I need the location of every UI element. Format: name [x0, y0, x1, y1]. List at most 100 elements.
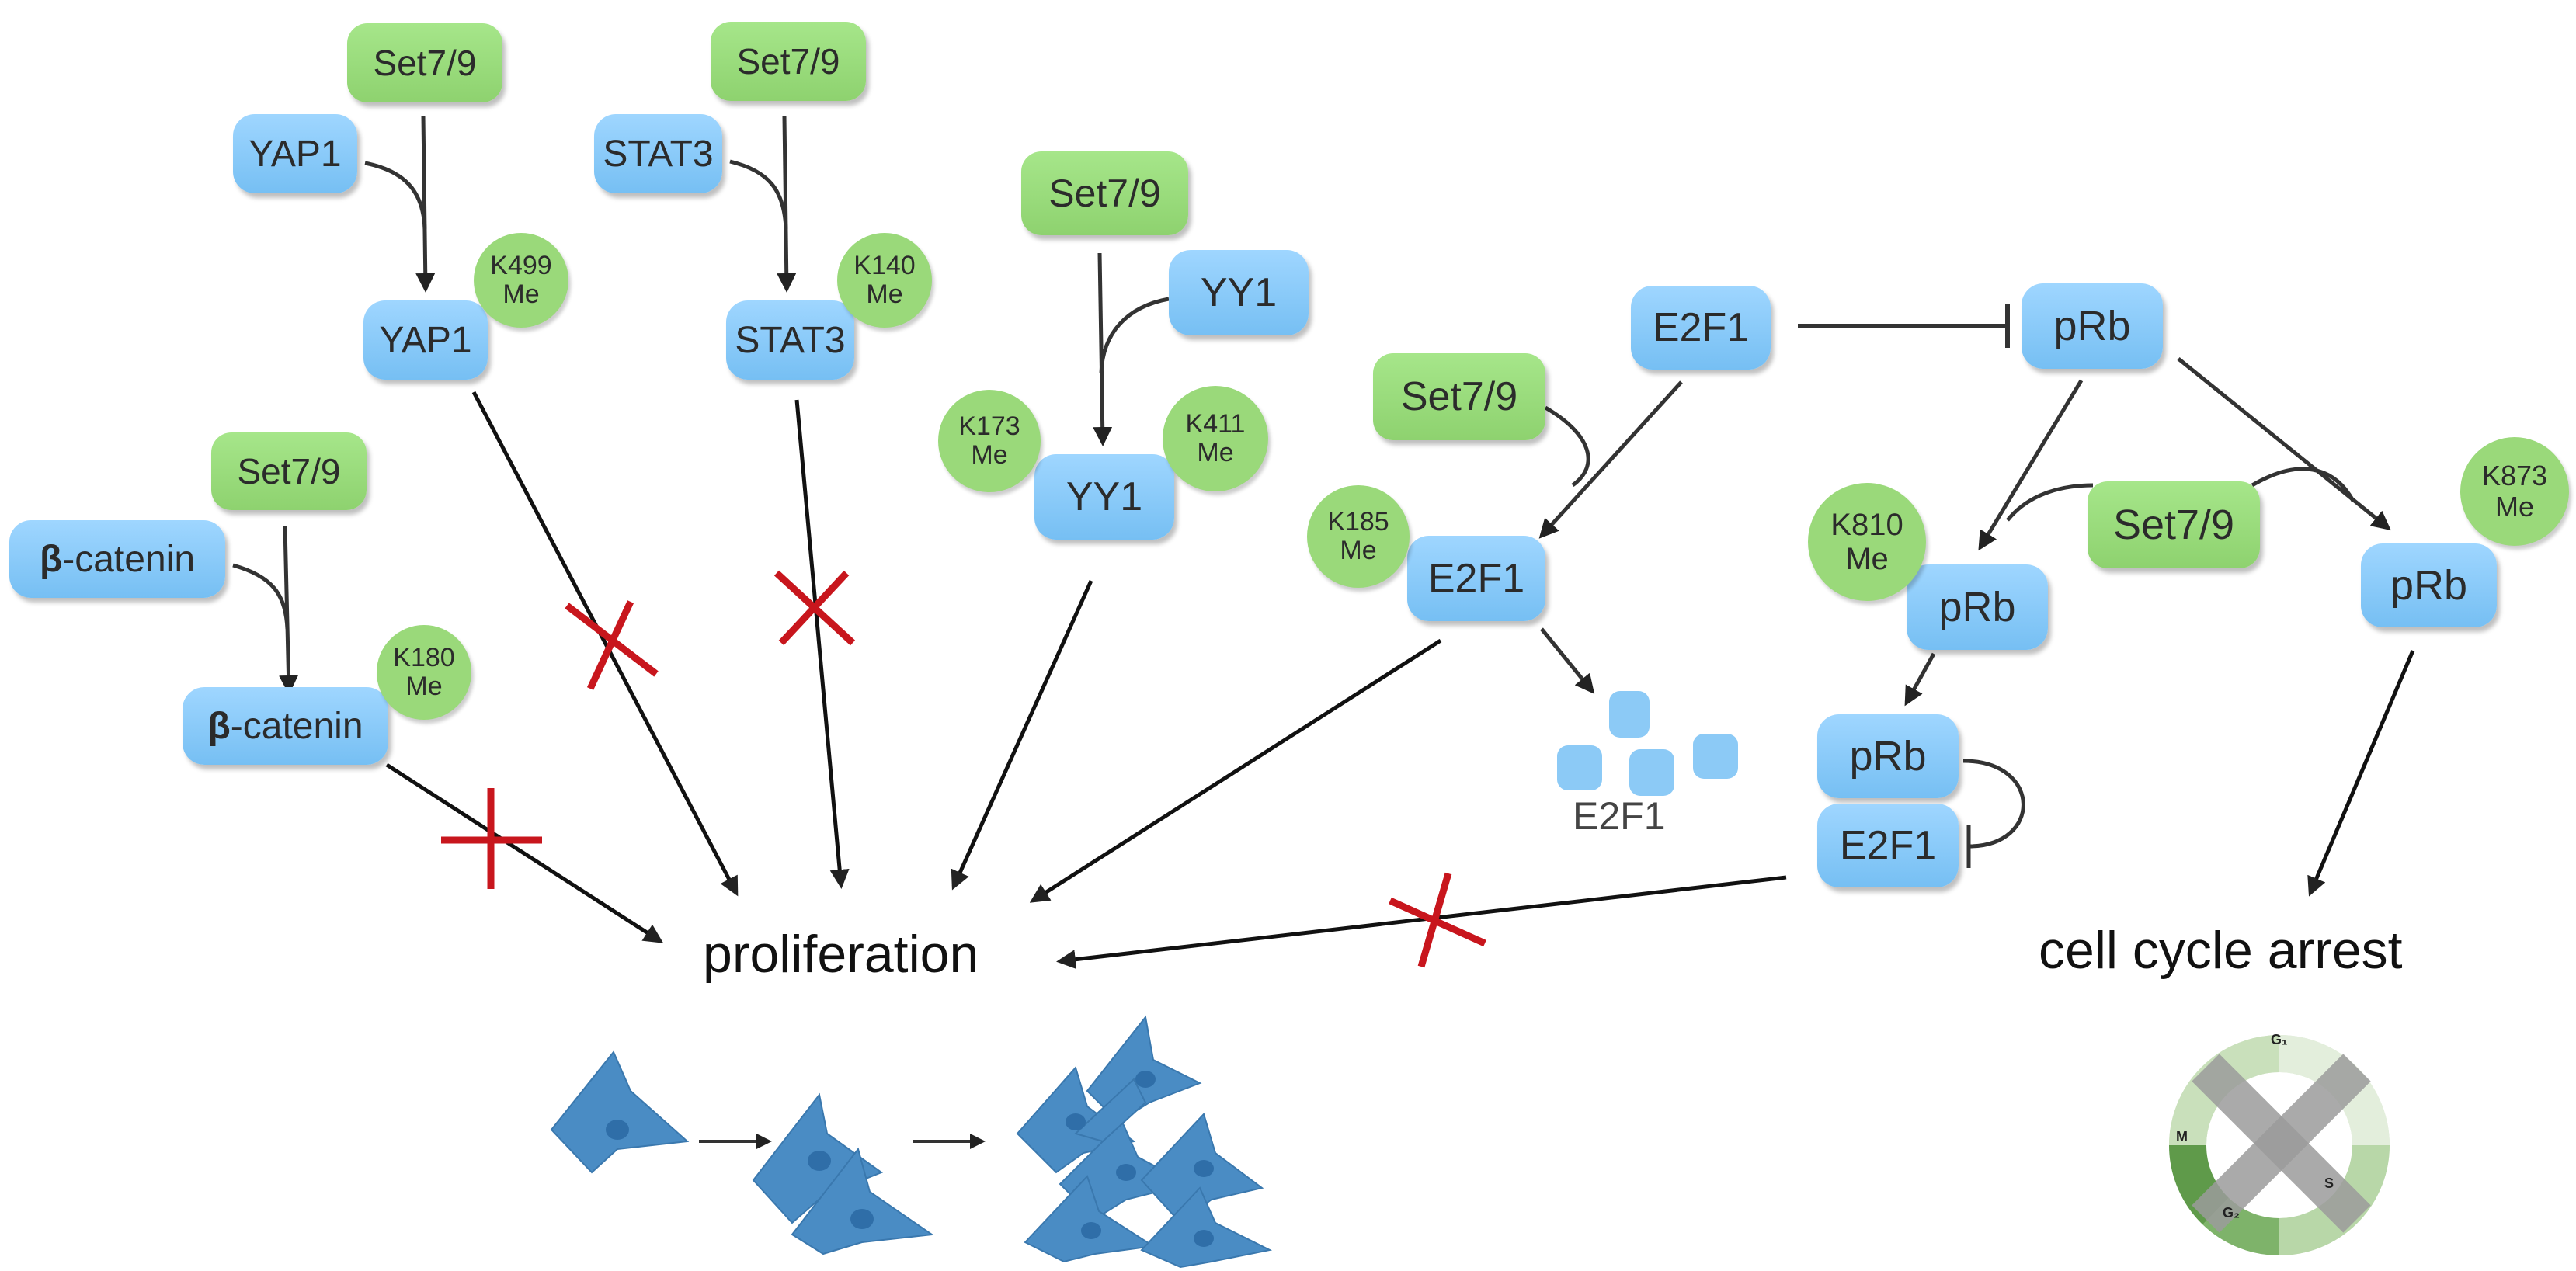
- e2f1-k185-site: K185: [1327, 506, 1389, 537]
- yy1-substrate-node: YY1: [1169, 250, 1309, 335]
- complex-block-cross: [1389, 872, 1486, 968]
- cell-cycle-wheel-icon: [2168, 1035, 2390, 1256]
- stat3-prolif-arrow: [794, 399, 850, 889]
- yap1-k499-site: K499: [490, 250, 552, 280]
- stat3-set79-label: Set7/9: [736, 41, 840, 82]
- yap1-set-arrow: [415, 116, 436, 293]
- cell-cycle-arrest-label: cell cycle arrest: [2039, 921, 2403, 980]
- stat3-k140-site: K140: [853, 250, 916, 280]
- bcat-substrate-node: β-catenin: [9, 520, 225, 598]
- yy1-set79-node: Set7/9: [1021, 151, 1188, 235]
- bcat-set79-label: Set7/9: [237, 451, 341, 491]
- cell-cycle-m-label: M: [2176, 1129, 2188, 1144]
- yy1-substrate-label: YY1: [1200, 270, 1278, 315]
- bcat-methylated-label: -catenin: [230, 705, 363, 747]
- complex-prb-label: pRb: [1849, 733, 1927, 780]
- prb-complex-arrow: [1904, 652, 1936, 707]
- cell-cycle-g1-label: G₁: [2271, 1032, 2287, 1047]
- stat3-set-arrow: [777, 116, 797, 293]
- prb-k810-set-curve: [2006, 483, 2094, 522]
- prb-k810-node: pRb: [1907, 564, 2048, 650]
- bcat-k180-site: K180: [393, 642, 455, 672]
- yy1-substrate-curve: [1099, 297, 1170, 373]
- e2f1-label: E2F1: [1652, 305, 1750, 350]
- stat3-block-cross: [773, 570, 856, 646]
- prb-k873-set-curve: [2251, 467, 2355, 502]
- complex-prb-node: pRb: [1817, 714, 1959, 798]
- complex-feedback-curve: [1962, 759, 2025, 849]
- yy1-methylated-label: YY1: [1066, 474, 1143, 519]
- yap1-substrate-node: YAP1: [233, 114, 357, 193]
- prb-label: pRb: [2053, 303, 2131, 349]
- prb-k810-me: Me: [1845, 542, 1889, 576]
- e2f1-methylation-arrow: [1538, 380, 1683, 539]
- yy1-set79-label: Set7/9: [1048, 172, 1161, 215]
- yap1-set79-node: Set7/9: [347, 23, 502, 102]
- yy1-k173-me: Me: [971, 440, 1008, 470]
- prb-k810-site: K810: [1830, 508, 1903, 542]
- yap1-prolif-arrow: [471, 391, 739, 897]
- e2f1-fragments-icon: [1557, 691, 1738, 796]
- e2f1-k185-me: Me: [1340, 536, 1377, 565]
- e2f1-degraded-label: E2F1: [1573, 794, 1666, 838]
- yy1-methylated-node: YY1: [1034, 454, 1174, 540]
- yap1-substrate-curve: [364, 161, 427, 230]
- bcat-methylated-node: β-catenin: [183, 687, 388, 765]
- yap1-methylated-label: YAP1: [379, 319, 472, 361]
- stat3-substrate-label: STAT3: [603, 133, 714, 175]
- prb-k810-label: pRb: [1938, 584, 2016, 630]
- stat3-set79-node: Set7/9: [711, 22, 866, 101]
- bcat-k180-me: Me: [405, 672, 443, 701]
- yy1-set-arrow: [1093, 252, 1113, 446]
- e2f1-degradation-arrow: [1540, 627, 1595, 694]
- bcat-prolif-arrow: [385, 762, 664, 943]
- bcat-substrate-label: -catenin: [62, 538, 196, 580]
- yap1-substrate-label: YAP1: [249, 133, 342, 175]
- complex-e2f1-node: E2F1: [1817, 804, 1959, 887]
- complex-e2f1-label: E2F1: [1839, 823, 1937, 868]
- yy1-k173-site: K173: [958, 411, 1020, 441]
- yap1-methylated-node: YAP1: [363, 300, 488, 380]
- e2f1-prolif-arrow: [1029, 638, 1442, 903]
- e2f1-node: E2F1: [1631, 286, 1771, 370]
- prb-set79-node: Set7/9: [2088, 481, 2260, 568]
- prb-node: pRb: [2022, 283, 2163, 369]
- stat3-substrate-curve: [729, 159, 788, 230]
- e2f1-set79-node: Set7/9: [1373, 353, 1545, 440]
- prb-k873-me: Me: [2494, 491, 2534, 523]
- bcat-block-cross: [441, 788, 542, 889]
- bcat-set-arrow: [279, 526, 299, 695]
- prb-k873-site: K873: [2481, 460, 2548, 492]
- bcat-substrate-beta: β: [39, 538, 63, 580]
- e2f1-methylated-label: E2F1: [1427, 556, 1525, 601]
- prb-k810-arrow: [1978, 379, 2084, 551]
- e2f1-set-curve: [1544, 405, 1590, 488]
- prb-k873-label: pRb: [2390, 562, 2468, 609]
- bcat-substrate-curve: [232, 563, 290, 630]
- stat3-k140-me: Me: [866, 280, 903, 309]
- cell-nuclei: [606, 1071, 1214, 1247]
- yap1-set79-label: Set7/9: [373, 43, 477, 83]
- prb-k873-node: pRb: [2361, 543, 2497, 627]
- bcat-methylated-beta: β: [207, 705, 231, 747]
- e2f1-set79-label: Set7/9: [1400, 374, 1518, 419]
- prb-set79-label: Set7/9: [2112, 502, 2235, 548]
- yy1-k411-site: K411: [1185, 408, 1246, 439]
- stat3-methylated-node: STAT3: [726, 300, 854, 380]
- e2f1-methylated-node: E2F1: [1407, 536, 1545, 621]
- yy1-k411-me: Me: [1197, 438, 1234, 467]
- yap1-block-cross: [565, 600, 659, 690]
- stat3-substrate-node: STAT3: [594, 114, 722, 193]
- cell-cycle-s-label: S: [2324, 1176, 2334, 1191]
- yy1-prolif-arrow: [951, 579, 1093, 891]
- stat3-methylated-label: STAT3: [735, 319, 846, 361]
